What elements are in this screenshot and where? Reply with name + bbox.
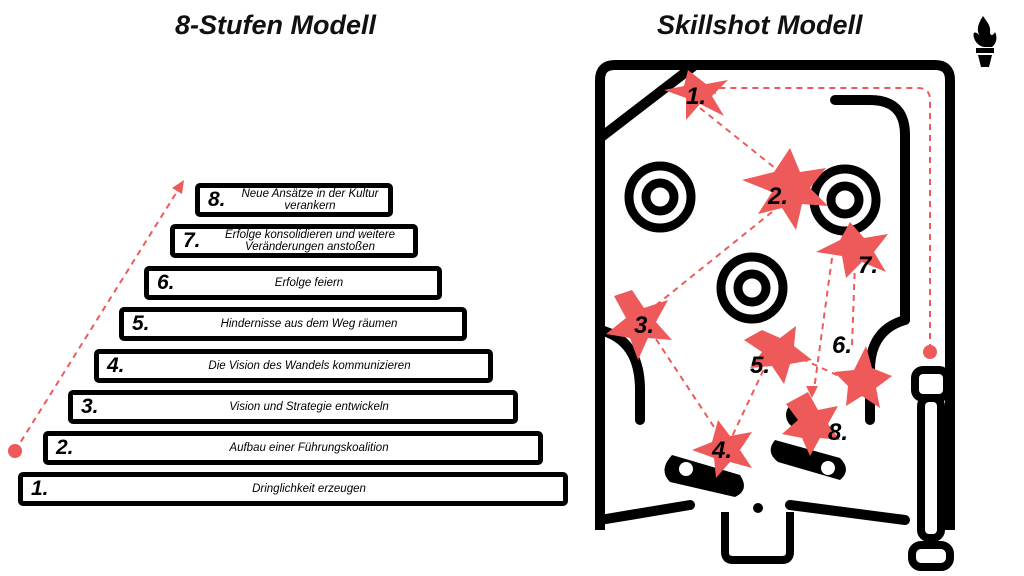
pinball-label-1: 1.: [686, 83, 706, 110]
step-label: Hindernisse aus dem Weg räumen: [220, 318, 398, 330]
step-number: 8.: [208, 188, 226, 211]
pinball-title: Skillshot Modell: [657, 10, 863, 40]
step-number: 7.: [183, 229, 201, 252]
step-6: 6. Erfolge feiern: [144, 266, 442, 300]
step-8: 8. Neue Ansätze in der Kultur verankern: [195, 183, 393, 217]
step-label: Die Vision des Wandels kommunizieren: [208, 360, 411, 372]
step-1: 1. Dringlichkeit erzeugen: [18, 472, 568, 506]
step-label: Erfolge feiern: [274, 277, 344, 289]
pinball-label-2: 2.: [767, 183, 788, 210]
pinball-label-7: 7.: [858, 252, 878, 279]
step-number: 1.: [31, 477, 49, 500]
step-label: Erfolge konsolidieren und weitere Veränd…: [224, 229, 396, 253]
pinball-label-4: 4.: [711, 437, 732, 464]
pinball-label-3: 3.: [634, 312, 654, 339]
step-label: Vision und Strategie entwickeln: [229, 401, 389, 413]
pinball-label-8: 8.: [828, 419, 848, 446]
pinball-label-6: 6.: [832, 332, 852, 359]
pinball-label-5: 5.: [750, 352, 770, 379]
step-label: Neue Ansätze in der Kultur verankern: [241, 188, 379, 212]
step-label: Aufbau einer Führungskoalition: [229, 442, 389, 454]
staircase-title: 8-Stufen Modell: [175, 10, 376, 40]
step-label: Dringlichkeit erzeugen: [252, 483, 366, 495]
step-7: 7. Erfolge konsolidieren und weitere Ver…: [170, 224, 418, 258]
